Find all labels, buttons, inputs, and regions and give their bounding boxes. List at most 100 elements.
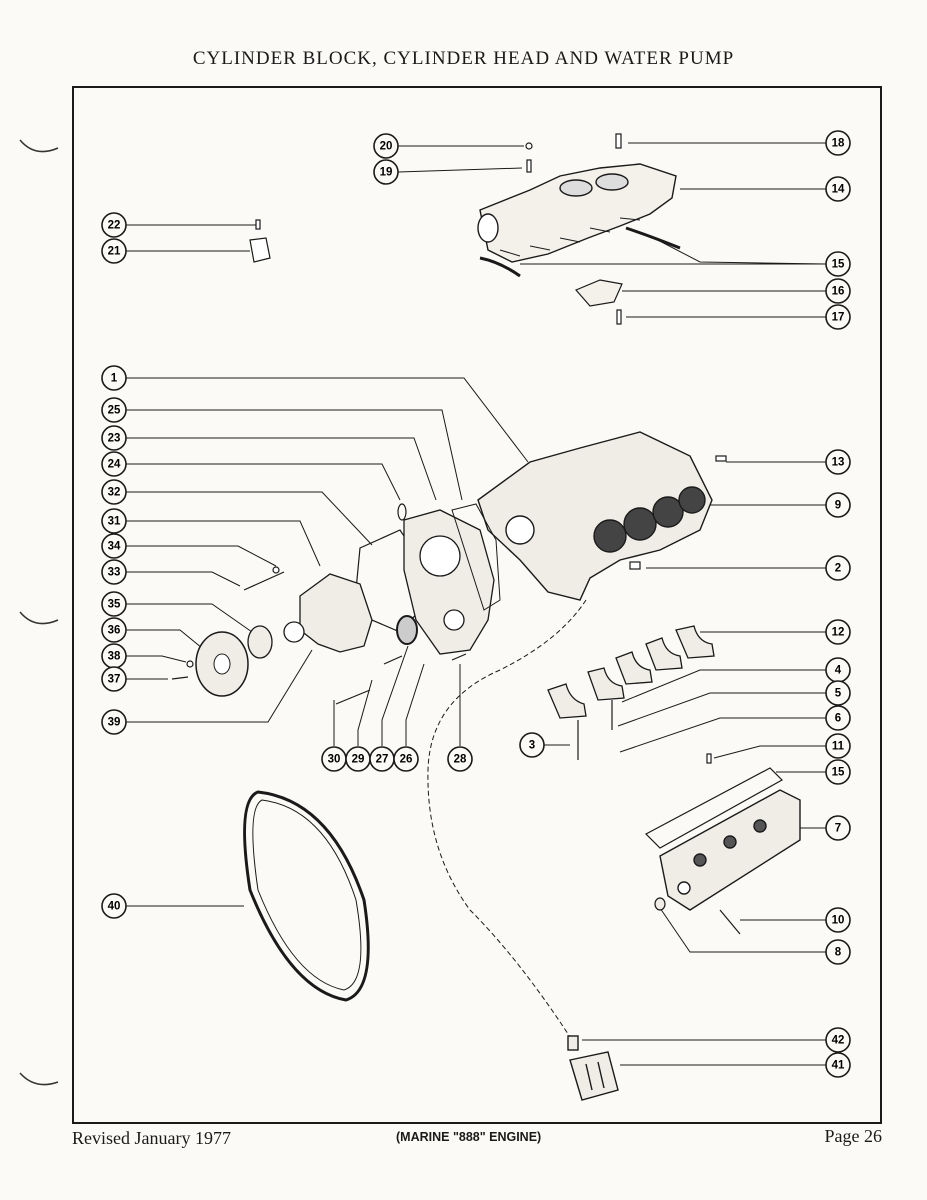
callout-23: 23: [101, 425, 127, 451]
callout-number: 13: [832, 457, 845, 469]
callout-circle: [825, 278, 851, 304]
callout-circle: [825, 492, 851, 518]
callout-7: 7: [825, 815, 851, 841]
callout-number: 7: [835, 823, 841, 835]
callout-circle: [825, 1052, 851, 1078]
callout-circle: [825, 130, 851, 156]
bolts: [171, 566, 741, 935]
callout-15: 15: [825, 759, 851, 785]
callout-2: 2: [825, 555, 851, 581]
callout-circle: [825, 304, 851, 330]
callout-4: 4: [825, 657, 851, 683]
callout-24: 24: [101, 451, 127, 477]
small-fasteners: [249, 133, 727, 764]
callout-circle: [447, 746, 473, 772]
callout-circle: [373, 159, 399, 185]
callout-circle: [101, 508, 127, 534]
callout-31: 31: [101, 508, 127, 534]
callout-circle: [825, 1027, 851, 1053]
seal-ring: [396, 615, 418, 645]
callout-number: 30: [328, 754, 341, 766]
callout-36: 36: [101, 617, 127, 643]
callout-number: 5: [835, 688, 842, 700]
callout-circle: [393, 746, 419, 772]
callout-circle: [825, 680, 851, 706]
callout-number: 22: [108, 220, 121, 232]
callout-number: 15: [832, 767, 845, 779]
callout-number: 35: [108, 599, 121, 611]
callout-circle: [825, 176, 851, 202]
pulley-hub: [247, 625, 273, 659]
callout-number: 26: [400, 754, 413, 766]
callout-number: 33: [108, 567, 121, 579]
callout-number: 10: [832, 915, 845, 927]
callout-number: 2: [835, 563, 841, 575]
callout-number: 36: [108, 625, 121, 637]
oil-filter-drawing: [567, 1035, 619, 1101]
head-gasket: [645, 767, 783, 849]
manifold-plate: [574, 279, 623, 307]
callout-circle: [825, 733, 851, 759]
callout-circle: [101, 397, 127, 423]
o-ring: [397, 503, 407, 521]
callout-40: 40: [101, 893, 127, 919]
callout-number: 1: [111, 373, 118, 385]
callout-number: 25: [108, 405, 121, 417]
bearing-caps-drawing: [547, 625, 715, 719]
callout-number: 34: [108, 541, 121, 553]
callout-18: 18: [825, 130, 851, 156]
callout-circle: [101, 238, 127, 264]
callout-34: 34: [101, 533, 127, 559]
callout-circle: [825, 449, 851, 475]
callout-number: 11: [832, 741, 845, 753]
callout-number: 15: [832, 259, 845, 271]
callout-number: 23: [108, 433, 121, 445]
callout-29: 29: [345, 746, 371, 772]
callout-13: 13: [825, 449, 851, 475]
callout-number: 8: [835, 947, 842, 959]
callout-number: 32: [108, 487, 121, 499]
callout-5: 5: [825, 680, 851, 706]
callout-number: 18: [832, 138, 845, 150]
callout-circle: [101, 617, 127, 643]
callout-circle: [825, 705, 851, 731]
intake-manifold-drawing: [477, 163, 677, 263]
engine-model: (MARINE "888" ENGINE): [396, 1130, 542, 1144]
callout-33: 33: [101, 559, 127, 585]
callout-27: 27: [369, 746, 395, 772]
callout-circle: [825, 619, 851, 645]
drive-belt: [243, 790, 370, 1002]
callout-16: 16: [825, 278, 851, 304]
callout-20: 20: [373, 133, 399, 159]
callout-circle: [101, 365, 127, 391]
callout-number: 9: [835, 500, 841, 512]
callout-number: 14: [832, 184, 845, 196]
callout-number: 16: [832, 286, 845, 298]
callout-number: 28: [454, 754, 467, 766]
callout-number: 38: [108, 651, 121, 663]
callout-number: 27: [376, 754, 389, 766]
callout-number: 42: [832, 1035, 845, 1047]
cylinder-head-drawing: [659, 789, 801, 911]
front-gasket: [451, 503, 501, 611]
callout-circle: [101, 212, 127, 238]
manifold-gasket-strip: [479, 256, 521, 278]
callout-circle: [101, 451, 127, 477]
callout-circle: [825, 759, 851, 785]
dashed-assembly-line: [427, 599, 587, 1041]
callout-17: 17: [825, 304, 851, 330]
callout-number: 4: [835, 665, 842, 677]
callout-30: 30: [321, 746, 347, 772]
callout-circle: [825, 251, 851, 277]
callout-circle: [101, 893, 127, 919]
callout-circle: [101, 425, 127, 451]
callout-number: 17: [832, 312, 845, 324]
callout-42: 42: [825, 1027, 851, 1053]
callout-circle: [519, 732, 545, 758]
callout-number: 39: [108, 717, 121, 729]
leader-lines: [126, 142, 827, 1066]
callout-number: 19: [380, 167, 393, 179]
callout-21: 21: [101, 238, 127, 264]
